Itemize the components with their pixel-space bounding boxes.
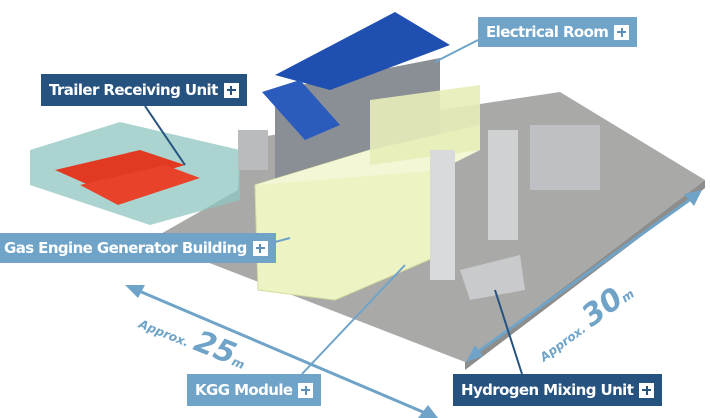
trailer-receiving-unit-text: Trailer Receiving Unit <box>49 81 218 99</box>
gas-engine-generator-building <box>254 85 480 301</box>
gas-engine-generator-building-label[interactable]: Gas Engine Generator Building <box>0 233 276 263</box>
plus-icon[interactable] <box>298 382 314 398</box>
plus-icon[interactable] <box>252 240 268 256</box>
gas-engine-generator-building-text: Gas Engine Generator Building <box>4 239 247 257</box>
kgg-module-text: KGG Module <box>195 381 293 399</box>
hydrogen-mixing-unit-label[interactable]: Hydrogen Mixing Unit <box>453 374 663 406</box>
dimension-arrows <box>125 190 702 418</box>
electrical-room-text: Electrical Room <box>486 23 609 41</box>
electrical-room-label[interactable]: Electrical Room <box>478 17 638 47</box>
plus-icon[interactable] <box>639 382 655 398</box>
kgg-module-label[interactable]: KGG Module <box>187 374 322 406</box>
hydrogen-mixing-equipment <box>430 125 600 300</box>
hydrogen-mixing-unit-text: Hydrogen Mixing Unit <box>461 381 634 399</box>
plus-icon[interactable] <box>223 82 239 98</box>
plus-icon[interactable] <box>614 24 630 40</box>
trailer-receiving-unit <box>30 122 240 225</box>
trailer-receiving-unit-label[interactable]: Trailer Receiving Unit <box>41 74 247 106</box>
